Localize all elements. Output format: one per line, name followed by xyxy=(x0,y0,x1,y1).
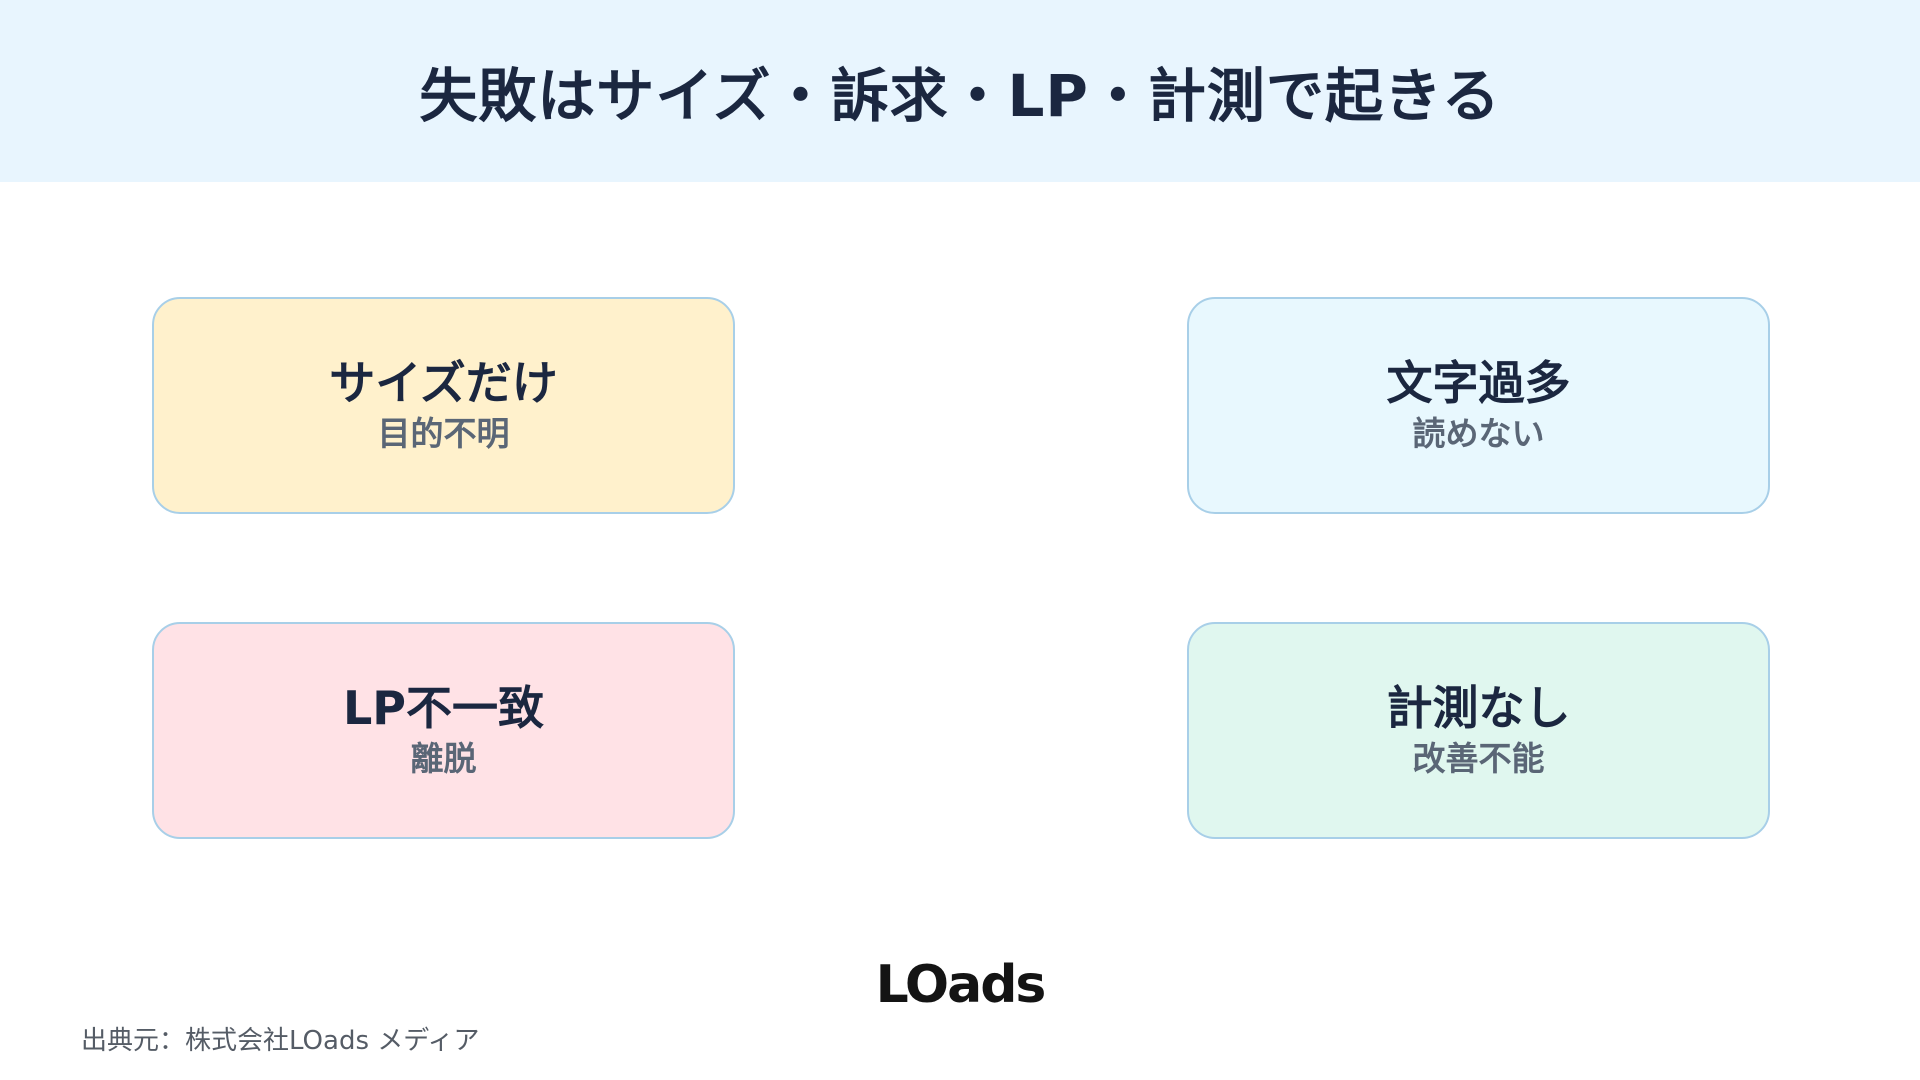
card-size-only: サイズだけ 目的不明 xyxy=(152,297,735,514)
page-title: 失敗はサイズ・訴求・LP・計測で起きる xyxy=(419,62,1501,130)
card-subtitle: 読めない xyxy=(1412,414,1545,454)
source-credit: 出典元：株式会社LOads メディア xyxy=(81,1026,480,1056)
card-lp-mismatch: LP不一致 離脱 xyxy=(152,622,735,839)
card-subtitle: 離脱 xyxy=(410,739,477,779)
card-subtitle: 改善不能 xyxy=(1412,739,1545,779)
card-title: サイズだけ xyxy=(329,356,558,411)
card-title: 計測なし xyxy=(1386,681,1571,736)
card-title: 文字過多 xyxy=(1386,356,1571,411)
card-too-much-text: 文字過多 読めない xyxy=(1187,297,1770,514)
brand-logo: LOads xyxy=(875,955,1047,1015)
header-banner: 失敗はサイズ・訴求・LP・計測で起きる xyxy=(0,0,1920,182)
card-subtitle: 目的不明 xyxy=(377,414,510,454)
card-no-measurement: 計測なし 改善不能 xyxy=(1187,622,1770,839)
card-title: LP不一致 xyxy=(342,681,545,736)
